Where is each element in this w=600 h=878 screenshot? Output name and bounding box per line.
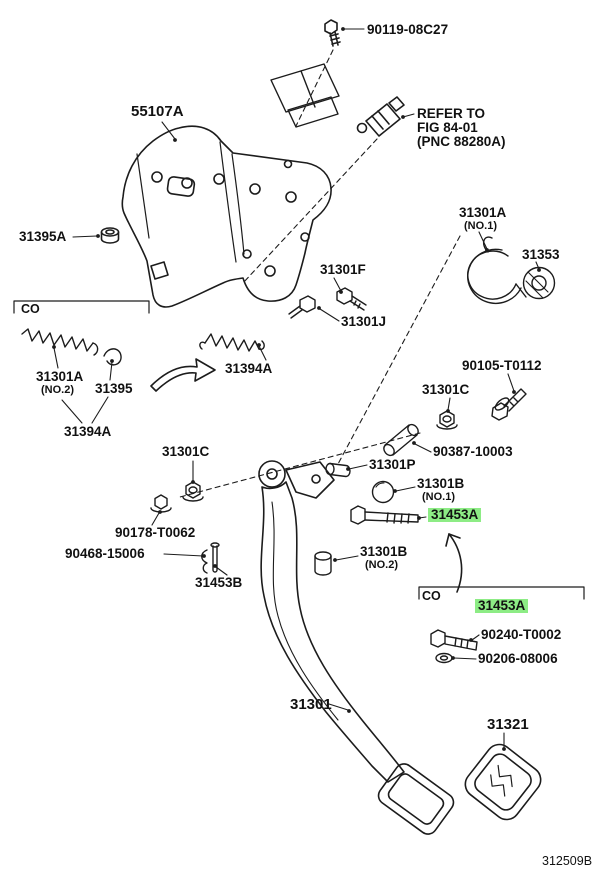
part-label-31394a-box: 31394A xyxy=(64,424,112,439)
part-label-31394a: 31394A xyxy=(225,361,273,376)
part-label-31301a-no1: 31301A xyxy=(459,205,507,220)
bracket-top-plates-drawing xyxy=(270,63,340,128)
bolt-90105-drawing xyxy=(491,388,527,421)
nut-90178-drawing xyxy=(150,494,172,513)
part-label-31301c-right: 31301C xyxy=(422,382,470,397)
bolt-90119-drawing xyxy=(324,19,341,47)
part-sublabel-no2: (NO.2) xyxy=(41,384,74,396)
nut-31301C-left-drawing xyxy=(182,481,204,502)
part-label-31301c-left: 31301C xyxy=(162,444,210,459)
part-label-90105-t0112: 90105-T0112 xyxy=(462,358,542,373)
part-label-31395a: 31395A xyxy=(19,229,67,244)
co-left-box xyxy=(13,300,150,314)
part-label-55107a: 55107A xyxy=(131,103,184,120)
assembly-dashed-lines xyxy=(179,49,461,498)
part-label-31301f: 31301F xyxy=(320,262,366,277)
spring-31394A-drawing xyxy=(199,333,265,352)
part-label-90119-08c27: 90119-08C27 xyxy=(367,22,449,37)
arrow-left-icon xyxy=(150,358,216,392)
pin-31453B-drawing xyxy=(201,542,220,574)
co-right-caption: CO xyxy=(422,589,441,603)
part-label-90468-15006: 90468-15006 xyxy=(65,546,145,561)
part-sublabel-31301b-no2: (NO.2) xyxy=(365,559,398,571)
part-label-90240-t0002: 90240-T0002 xyxy=(481,627,562,642)
pedal-arm-31301-drawing xyxy=(258,460,455,835)
spring-31301A-no2-drawing xyxy=(21,328,99,356)
part-label-31353: 31353 xyxy=(522,247,560,262)
nut-31395A-drawing xyxy=(100,227,120,244)
washer-90206-drawing xyxy=(435,652,453,664)
co-left-caption: CO xyxy=(21,302,40,316)
part-label-31395: 31395 xyxy=(95,381,133,396)
part-label-90206-08006: 90206-08006 xyxy=(478,651,558,666)
bolt-31301J-drawing xyxy=(288,295,316,319)
part-label-31453a-main[interactable]: 31453A xyxy=(428,507,482,523)
bushing-31301B-no2-drawing xyxy=(314,551,332,576)
pedal-pad-31321-drawing xyxy=(464,743,542,821)
part-label-31301: 31301 xyxy=(290,696,332,713)
refer-note-line1: REFER TO xyxy=(417,106,486,121)
bracket-55107A-drawing xyxy=(121,125,332,308)
part-label-31301b-no2: 31301B xyxy=(360,544,408,559)
part-sublabel-no1: (NO.1) xyxy=(464,220,497,232)
bolt-90240-drawing xyxy=(430,629,478,651)
refer-note-line3: (PNC 88280A) xyxy=(417,134,506,149)
co-right-box xyxy=(418,586,585,600)
spring-31301A-no1-drawing xyxy=(467,236,527,304)
switch-drawing xyxy=(356,96,405,137)
refer-note-line2: FIG 84-01 xyxy=(417,120,478,135)
diagram-code: 312509B xyxy=(542,854,593,868)
leader-lines xyxy=(53,28,540,749)
collar-90387-drawing xyxy=(383,423,419,457)
part-label-31453b: 31453B xyxy=(195,575,243,590)
arrow-up-icon xyxy=(445,533,463,593)
bolt-31453A-drawing xyxy=(350,505,419,525)
part-label-90387-10003: 90387-10003 xyxy=(433,444,513,459)
bolt-31301F-drawing xyxy=(336,287,367,311)
ball-31301B-no1-drawing xyxy=(371,480,395,504)
part-label-90178-t0062: 90178-T0062 xyxy=(115,525,196,540)
part-label-31301p: 31301P xyxy=(369,457,416,472)
part-label-31301j: 31301J xyxy=(341,314,387,329)
leader-dots xyxy=(52,27,541,751)
part-label-31301b-no1: 31301B xyxy=(417,476,465,491)
nut-31301C-right-drawing xyxy=(436,410,458,430)
bushing-31353-drawing xyxy=(522,266,556,300)
part-sublabel-31301b-no1: (NO.1) xyxy=(422,491,455,503)
part-label-31301a-no2: 31301A xyxy=(36,369,84,384)
part-label-31321: 31321 xyxy=(487,716,529,733)
part-label-31453a-box[interactable]: 31453A xyxy=(475,598,529,614)
